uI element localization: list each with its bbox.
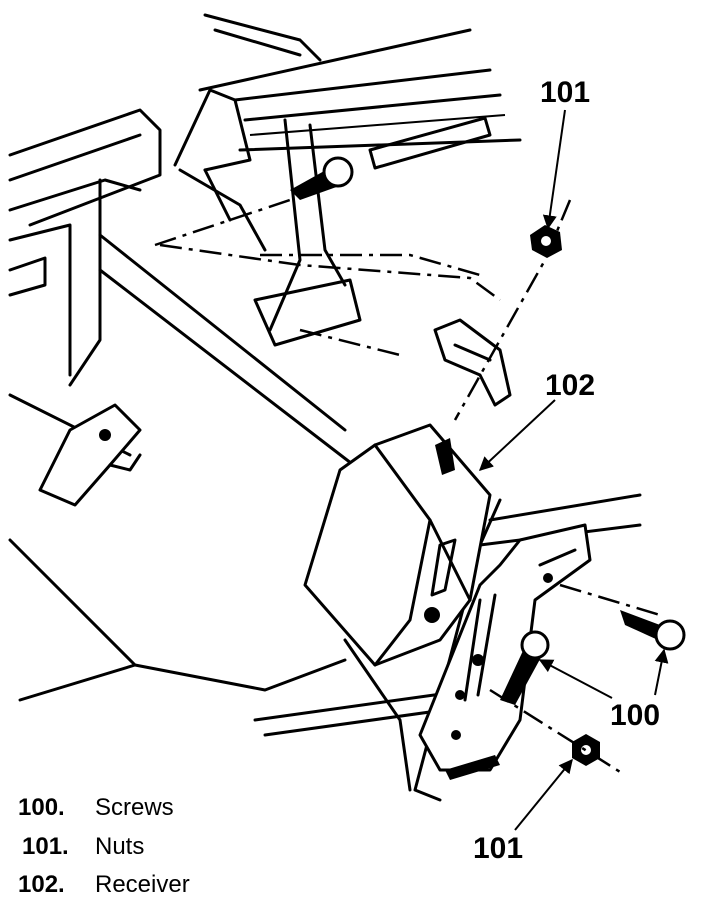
mounting-guide-lines — [159, 243, 501, 357]
lower-bracket — [418, 523, 592, 780]
leader-101-top — [542, 109, 566, 230]
instrument-panel — [8, 13, 642, 802]
legend-number: 101. — [22, 833, 69, 860]
legend-label: Screws — [95, 794, 174, 821]
upper-clip — [433, 318, 512, 407]
legend-number: 100. — [18, 794, 65, 821]
nut-bottom — [489, 688, 626, 777]
leader-100-right — [654, 648, 669, 696]
leader-102 — [478, 399, 556, 471]
callout-100: 100 — [610, 699, 660, 732]
legend-number: 102. — [18, 871, 65, 898]
receiver — [303, 423, 492, 667]
nut-top — [453, 199, 572, 421]
leader-101-bottom — [514, 758, 573, 831]
leader-lines — [478, 109, 669, 831]
leader-100-center — [538, 659, 613, 699]
legend-label: Receiver — [95, 871, 190, 898]
callout-101-bottom: 101 — [473, 832, 523, 865]
legend: 100. Screws 101. Nuts 102. Receiver — [18, 794, 190, 898]
callout-102: 102 — [545, 369, 595, 402]
screws — [500, 583, 686, 705]
callout-101-top: 101 — [540, 76, 590, 109]
legend-label: Nuts — [95, 833, 144, 860]
upper-screw — [154, 156, 354, 247]
